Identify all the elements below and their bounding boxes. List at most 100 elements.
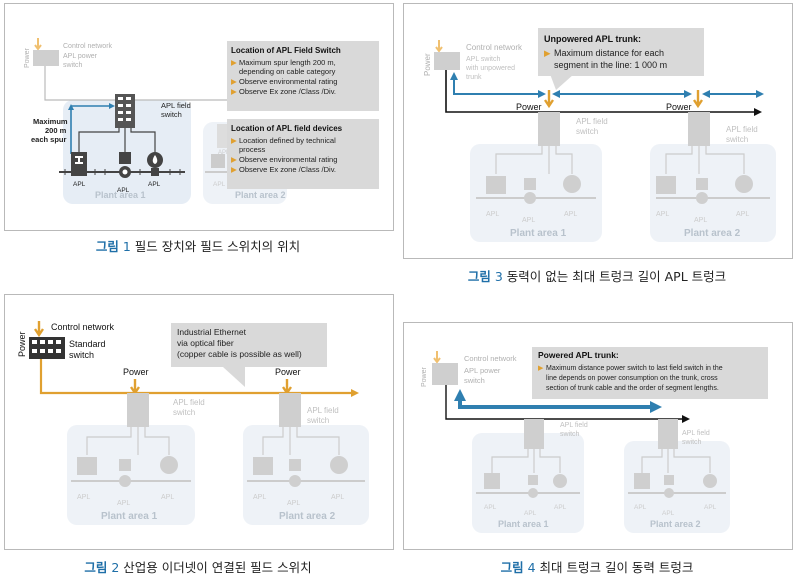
power-arrow-icon bbox=[34, 321, 44, 338]
callout-title: Powered APL trunk: bbox=[538, 350, 619, 360]
svg-text:▶: ▶ bbox=[231, 165, 238, 174]
apl-field-switch-2-icon bbox=[279, 393, 301, 427]
box1-item-2: Observe environmental rating bbox=[239, 77, 337, 86]
apl-switch-label-2: with unpowered bbox=[465, 65, 515, 72]
figure-1-diagram: Plant area 1 Plant area 2 Power Control … bbox=[24, 38, 379, 204]
plant-area-1-label: Plant area 1 bbox=[498, 519, 549, 529]
apl-field-switch-1-label-2: switch bbox=[576, 127, 598, 136]
faded-flow-meter-icon bbox=[77, 457, 97, 475]
apl-field-switch-1-label-2: switch bbox=[173, 408, 195, 417]
callout-line-1: Maximum distance for each bbox=[554, 48, 664, 58]
trunk-line bbox=[445, 70, 758, 113]
apl-power-switch-label-2: switch bbox=[464, 376, 485, 385]
apl-field-switch-2-label-2: switch bbox=[682, 439, 702, 446]
plant-area-2-label: Plant area 2 bbox=[235, 190, 286, 200]
powered-trunk-callout bbox=[532, 347, 768, 399]
faded-apl-label: APL bbox=[287, 500, 300, 507]
figure-2-panel: Plant area 1 Plant area 2 Power Control … bbox=[4, 294, 394, 550]
box1-item-1b: depending on cable category bbox=[239, 67, 336, 76]
svg-text:▶: ▶ bbox=[231, 77, 238, 86]
svg-text:▶: ▶ bbox=[231, 87, 238, 96]
faded-apl-label: APL bbox=[524, 510, 537, 517]
apl-field-switch-1-icon bbox=[524, 419, 544, 449]
svg-text:▶: ▶ bbox=[231, 136, 238, 145]
figure-2-diagram: Plant area 1 Plant area 2 Power Control … bbox=[17, 321, 369, 525]
faded-apl-tag: APL bbox=[218, 150, 230, 156]
svg-text:▶: ▶ bbox=[231, 58, 238, 67]
caption-4-num: 4 bbox=[527, 560, 536, 575]
power-b-label: Power bbox=[275, 367, 301, 377]
callout-line-3: (copper cable is possible as well) bbox=[177, 349, 302, 359]
faded-apl-label: APL bbox=[117, 500, 130, 507]
faded-apl-label: APL bbox=[253, 494, 266, 501]
figure-2-caption: 그림 2 산업용 이더넷이 연결된 필드 스위치 bbox=[4, 557, 392, 576]
apl-field-switch-2-label-1: APL field bbox=[307, 406, 339, 415]
apl-field-switch-label-1: APL field bbox=[161, 101, 191, 110]
unpowered-trunk-callout bbox=[538, 28, 704, 76]
callout-title: Unpowered APL trunk: bbox=[544, 34, 641, 44]
faded-flow-meter-icon bbox=[486, 176, 506, 194]
power-b-arrow-icon bbox=[693, 90, 703, 109]
apl-power-switch-icon bbox=[33, 50, 59, 66]
caption-4-text: 최대 트렁크 길이 동력 트렁크 bbox=[539, 560, 694, 575]
faded-apl-label: APL bbox=[564, 211, 577, 218]
callout-pointer bbox=[223, 367, 245, 387]
apl-field-switch-2-label-1: APL field bbox=[682, 430, 710, 437]
field-switch-location-title: Location of APL Field Switch bbox=[231, 46, 341, 55]
segment-1 bbox=[453, 74, 542, 95]
max-spur-arrowhead-right bbox=[109, 103, 115, 109]
trunk-arrowhead bbox=[351, 389, 359, 397]
power-label: Power bbox=[24, 47, 31, 68]
standard-switch-label-1: Standard bbox=[69, 339, 106, 349]
faded-level-icon bbox=[553, 474, 567, 488]
figure-3-diagram: Plant area 1 Plant area 2 Power Control … bbox=[423, 28, 776, 242]
apl-field-switch-2-label-2: switch bbox=[726, 135, 748, 144]
field-switch-location-box bbox=[227, 41, 379, 111]
trunk-line bbox=[44, 66, 115, 101]
caption-2-text: 산업용 이더넷이 연결된 필드 스위치 bbox=[123, 560, 312, 575]
powered-arrowhead-up bbox=[454, 389, 466, 401]
apl-power-switch-icon bbox=[432, 363, 458, 385]
figure-1-panel: Plant area 1 Plant area 2 Power Control … bbox=[4, 3, 394, 231]
apl-field-switch-label-2: switch bbox=[161, 110, 182, 119]
caption-3-num: 3 bbox=[494, 269, 503, 284]
max-spur-label-3: each spur bbox=[31, 135, 67, 144]
control-network-label: Control network bbox=[466, 43, 523, 52]
faded-apl-label: APL bbox=[484, 504, 497, 511]
faded-level-icon bbox=[160, 456, 178, 474]
apl-power-switch-label-1: APL power bbox=[464, 366, 501, 375]
power-a-label: Power bbox=[516, 102, 542, 112]
figure-3-caption: 그림 3 동력이 없는 최대 트렁크 길이 APL 트렁크 bbox=[403, 266, 791, 285]
max-spur-label-1: Maximum bbox=[33, 117, 68, 126]
plant-area-1-label: Plant area 1 bbox=[101, 511, 158, 522]
field-device-location-box bbox=[227, 119, 379, 189]
apl-field-switch-2-label-1: APL field bbox=[726, 125, 758, 134]
callout-line-3: section of trunk cable and the order of … bbox=[546, 385, 719, 392]
faded-apl-label: APL bbox=[77, 494, 90, 501]
power-label: Power bbox=[17, 331, 27, 357]
faded-apl-label: APL bbox=[634, 504, 647, 511]
figure-4-caption: 그림 4 최대 트렁크 길이 동력 트렁크 bbox=[403, 557, 791, 576]
powered-arrowhead-right bbox=[650, 401, 662, 413]
plant-area-2 bbox=[624, 441, 730, 533]
apl-field-switch-2-icon bbox=[688, 112, 710, 146]
figure-1-caption: 그림 1 필드 장치와 필드 스위치의 위치 bbox=[4, 236, 392, 255]
valve-icon bbox=[119, 152, 131, 164]
trunk-arrowhead bbox=[682, 415, 690, 423]
spur-1 bbox=[78, 128, 120, 152]
faded-apl-label: APL bbox=[161, 494, 174, 501]
callout-pointer bbox=[550, 74, 574, 90]
apl-field-switch-1-label-1: APL field bbox=[173, 398, 205, 407]
faded-apl-label: APL bbox=[331, 494, 344, 501]
apl-field-switch-1-icon bbox=[538, 112, 560, 146]
callout-line-1: Maximum distance power switch to last fi… bbox=[546, 365, 723, 372]
faded-apl-label: APL bbox=[704, 504, 717, 511]
apl-switch-label-1: APL switch bbox=[466, 56, 500, 63]
control-network-label: Control network bbox=[63, 43, 113, 50]
faded-apl-label: APL bbox=[213, 181, 226, 188]
box1-item-1: Maximum spur length 200 m, bbox=[239, 58, 336, 67]
apl-field-switch-1-label-2: switch bbox=[560, 431, 580, 438]
apl-power-switch-label-2: switch bbox=[63, 62, 83, 69]
apl-field-switch-2-label-2: switch bbox=[307, 416, 329, 425]
spur-3 bbox=[130, 128, 156, 152]
